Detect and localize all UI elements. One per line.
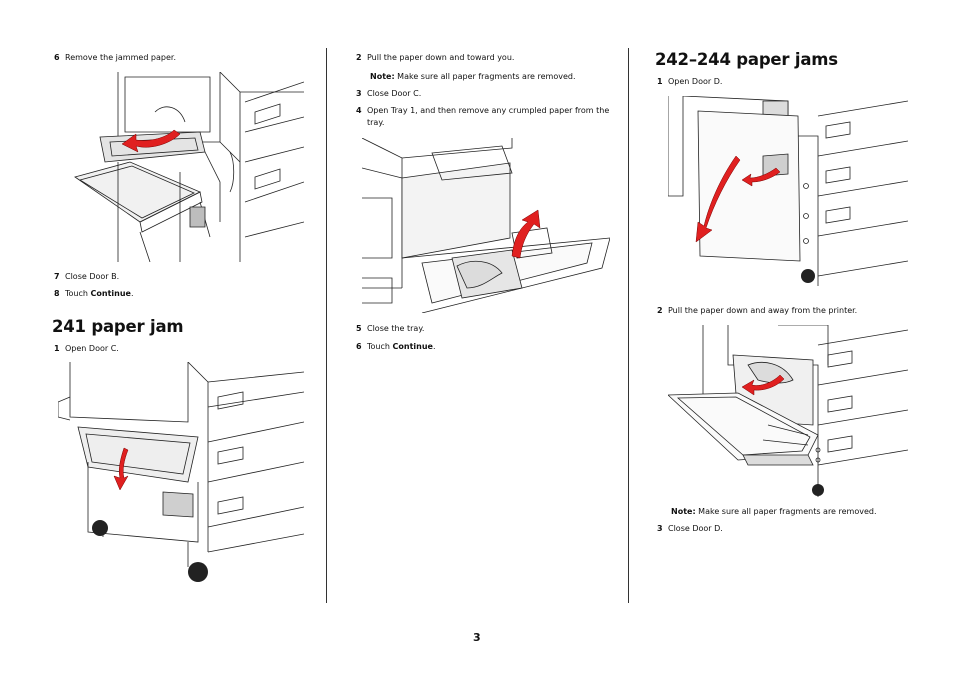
wheel-icon — [801, 269, 815, 283]
step-number: 1 — [54, 344, 60, 353]
figure-open-door-c — [58, 362, 304, 584]
middle-step-3: 3 Close Door C. — [356, 88, 421, 99]
step-text: Pull the paper down and away from the pr… — [668, 306, 858, 315]
step-text: Pull the paper down and toward you. — [367, 53, 515, 62]
red-arrow-icon — [695, 155, 741, 243]
note-label: Note: — [671, 507, 696, 516]
wheel-icon — [188, 562, 208, 582]
step-text: Touch — [65, 289, 91, 298]
middle-note: Note: Make sure all paper fragments are … — [370, 71, 576, 82]
wheel-icon — [92, 520, 108, 536]
step-bold-text: Continue — [392, 342, 433, 351]
printer-door-d-open-illustration — [668, 325, 908, 497]
step-text: Remove the jammed paper. — [65, 53, 177, 62]
right-note: Note: Make sure all paper fragments are … — [671, 506, 877, 517]
step-text: Close Door D. — [668, 524, 723, 533]
figure-open-tray-1 — [362, 138, 610, 313]
printer-door-d-illustration — [668, 96, 908, 286]
step-number: 5 — [356, 324, 362, 333]
red-arrow-icon — [741, 167, 781, 187]
middle-step-4: 4 Open Tray 1, and then remove any crumpl… — [356, 105, 609, 116]
right-step-1: 1 Open Door D. — [657, 76, 722, 87]
step-number: 7 — [54, 272, 60, 281]
column-divider-right — [628, 48, 629, 603]
left-step-6: 6 Remove the jammed paper. — [54, 52, 176, 63]
section-title-242-244: 242–244 paper jams — [655, 50, 838, 69]
step-text: Open Door C. — [65, 344, 119, 353]
step-number: 4 — [356, 106, 362, 115]
red-arrow-icon — [511, 209, 541, 259]
page-number: 3 — [473, 631, 481, 644]
section-title-241: 241 paper jam — [52, 317, 184, 336]
left-section-step-1: 1 Open Door C. — [54, 343, 119, 354]
step-number: 6 — [356, 342, 362, 351]
step-number: 6 — [54, 53, 60, 62]
red-arrow-icon — [113, 447, 129, 491]
step-bold-text: Continue — [90, 289, 131, 298]
step-text: Open Tray 1, and then remove any crumple… — [367, 106, 610, 115]
figure-remove-jammed-paper — [70, 72, 304, 262]
printer-door-c-illustration — [58, 362, 304, 582]
middle-step-6: 6 Touch Continue. — [356, 341, 436, 352]
middle-step-5: 5 Close the tray. — [356, 323, 424, 334]
step-text-continued: tray. — [367, 118, 385, 127]
step-text: Close Door C. — [367, 89, 422, 98]
step-text: Touch — [367, 342, 393, 351]
step-suffix: . — [130, 289, 134, 298]
figure-pull-paper-door-d — [668, 325, 908, 497]
note-label: Note: — [370, 72, 395, 81]
figure-open-door-d — [668, 96, 908, 286]
step-number: 2 — [356, 53, 362, 62]
note-text: Make sure all paper fragments are remove… — [394, 72, 576, 81]
red-arrow-icon — [741, 374, 785, 396]
wheel-icon — [812, 484, 824, 496]
step-text: Close Door B. — [65, 272, 120, 281]
red-arrow-icon — [121, 129, 181, 153]
step-number: 3 — [356, 89, 362, 98]
step-number: 8 — [54, 289, 60, 298]
middle-step-2: 2 Pull the paper down and toward you. — [356, 52, 514, 63]
column-divider-left — [326, 48, 327, 603]
step-number: 3 — [657, 524, 663, 533]
left-step-8: 8 Touch Continue. — [54, 288, 134, 299]
printer-door-b-illustration — [74, 72, 304, 262]
right-step-2: 2 Pull the paper down and away from the p… — [657, 305, 857, 316]
step-number: 1 — [657, 77, 663, 86]
printer-tray-1-illustration — [362, 138, 610, 313]
step-number: 2 — [657, 306, 663, 315]
note-text: Make sure all paper fragments are remove… — [695, 507, 877, 516]
step-text: Open Door D. — [668, 77, 723, 86]
middle-step-4-cont: tray. — [367, 117, 384, 128]
step-text: Close the tray. — [367, 324, 425, 333]
right-step-3: 3 Close Door D. — [657, 523, 723, 534]
left-step-7: 7 Close Door B. — [54, 271, 119, 282]
step-suffix: . — [432, 342, 436, 351]
